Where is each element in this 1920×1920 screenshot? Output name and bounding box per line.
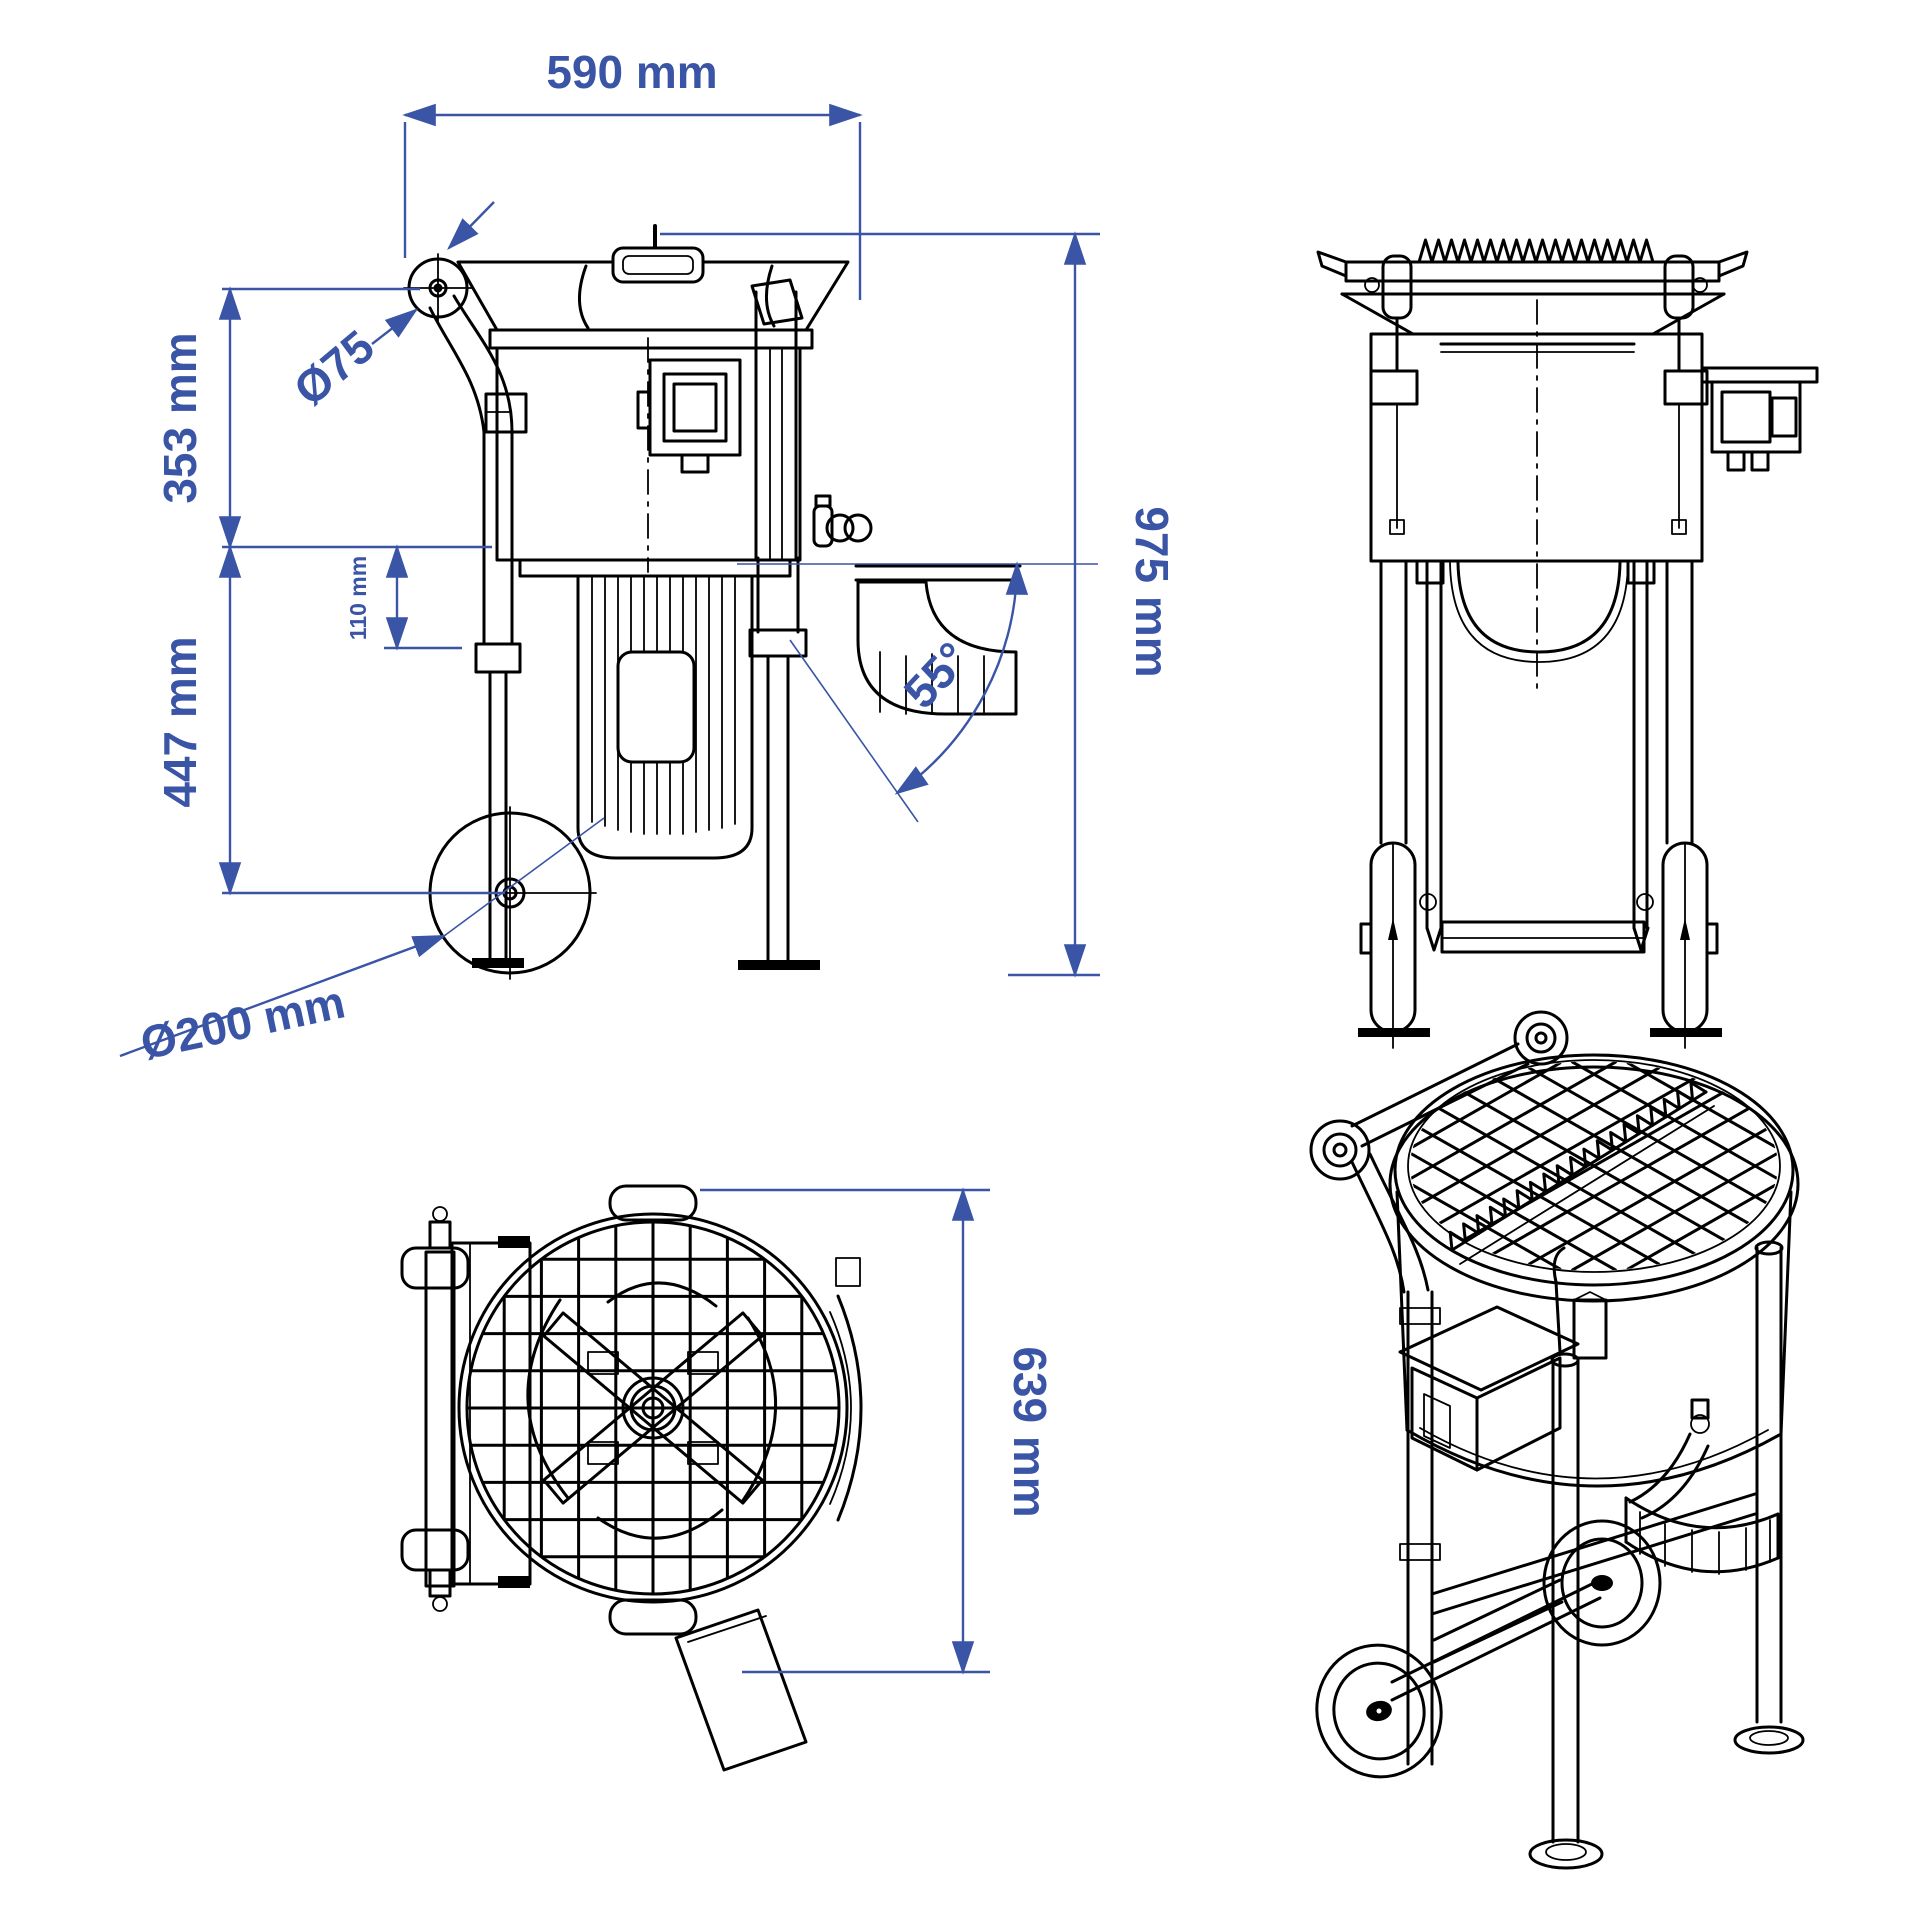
dim-label-top-width: 590 mm [546,46,717,98]
grate-bar [1572,1154,1776,1270]
dim-height-chain: 353 mm 447 mm [154,286,505,896]
front-view [1316,238,1819,1049]
iso-protection-grate [1334,1018,1854,1314]
tilt-edge-top [829,1257,863,1522]
dim-label-overall-depth: 639 mm [1004,1346,1056,1517]
mixing-paddles [526,1281,778,1540]
grate-bar [1494,1109,1749,1254]
grate-bar [1464,1092,1724,1240]
iso-left-leg [1399,1290,1441,1766]
drum [484,337,802,578]
dim-overall-height: 975 mm [660,231,1178,978]
lifting-handles [608,1184,698,1636]
motor-front [1700,366,1819,472]
grate-bar [1440,1109,1695,1254]
rear-column [754,290,798,560]
iso-rear-wheel [1542,1519,1662,1647]
wheels-front [1358,841,1722,1049]
water-tap [812,494,873,548]
iso-front-wheel [1315,1643,1443,1779]
iso-lever-switch [1552,1246,1608,1360]
hopper [456,224,850,350]
iso-frame [1390,1492,1757,1702]
dim-label-pulley-diameter: Ø75 [284,320,384,416]
iso-spout [1628,1398,1710,1520]
dim-wheel-diameter: Ø200 mm [119,817,605,1069]
iso-right-leg [1733,1240,1805,1755]
side-view [403,224,1022,980]
handle-assembly-top [400,1206,532,1612]
iso-front-leg [1528,1352,1604,1870]
discharge-chute-top [674,1608,808,1772]
isometric-view [1309,1010,1854,1870]
dim-bracket-offset: 110 mm [345,544,462,651]
iso-handle [1309,1010,1569,1294]
dim-label-overall-height: 975 mm [1126,506,1178,677]
body-front [1369,299,1709,691]
iso-drum [1388,1053,1800,1488]
iso-discharge-guard [1624,1496,1780,1575]
grate-bar [1529,1129,1766,1264]
iso-serrated-bar [1448,1081,1715,1265]
top-frame [1316,250,1749,320]
dim-tilt-angle: 55° [737,561,1098,823]
top-view [400,1184,863,1772]
dim-label-upper-height: 353 mm [154,332,206,503]
legs-front [1379,559,1694,954]
grate-serration [1417,238,1655,264]
rear-leg [738,556,820,970]
dim-top-width: 590 mm [402,46,863,300]
hopper-front [1340,292,1726,336]
iso-control-box [1398,1305,1580,1472]
dim-label-bracket-offset: 110 mm [345,556,371,640]
dim-label-lower-height: 447 mm [154,636,206,807]
gearbox [636,358,742,474]
motor [576,574,754,860]
grate-bar [1628,1185,1775,1268]
dim-label-wheel-diameter: Ø200 mm [136,975,349,1069]
dim-overall-depth: 639 mm [700,1187,1056,1675]
